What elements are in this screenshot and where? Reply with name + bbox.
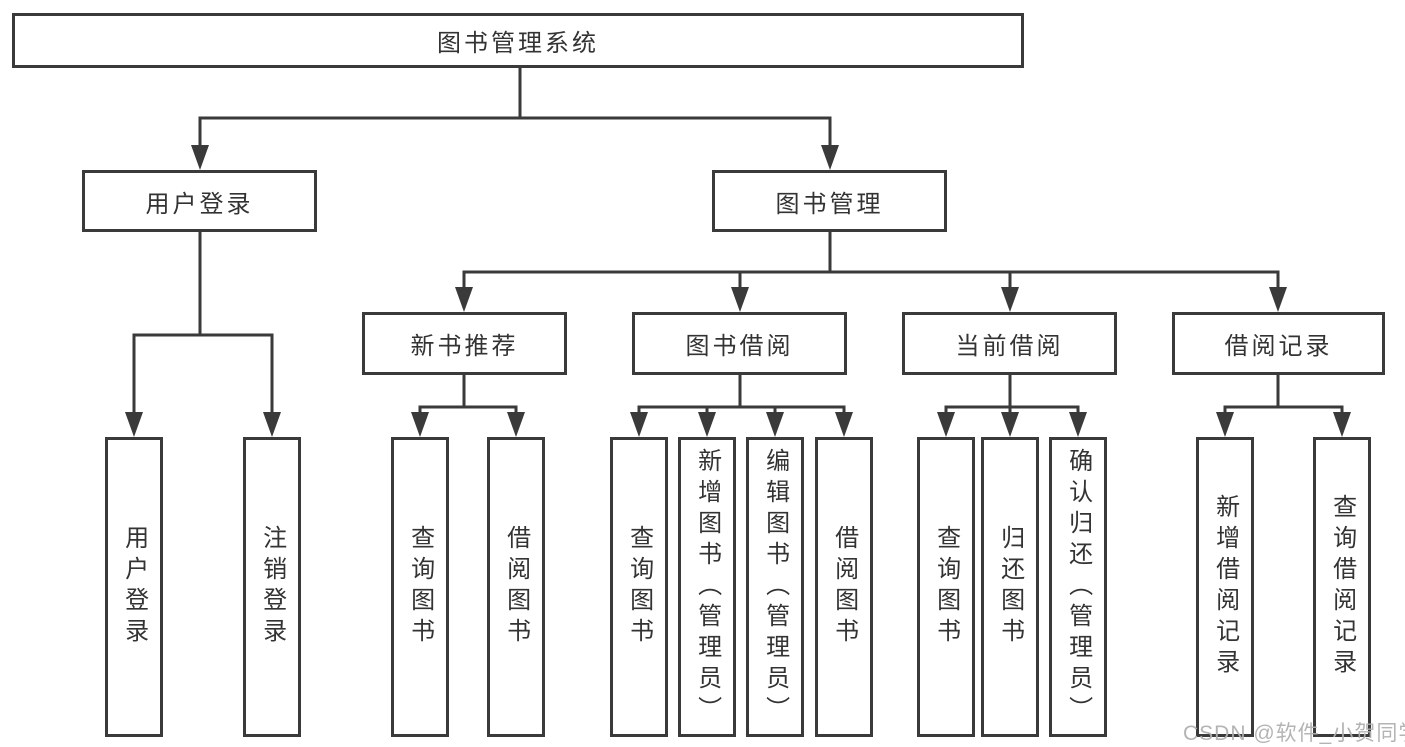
node-label: 用户登录 bbox=[120, 525, 148, 649]
node-label: 归还图书 bbox=[996, 525, 1024, 649]
csdn-watermark: CSDN @软件_小贺同学 bbox=[1183, 722, 1405, 745]
node-label: 注销登录 bbox=[258, 525, 286, 649]
arrow-down-icon bbox=[191, 145, 209, 170]
node-label: 新书推荐 bbox=[410, 333, 519, 360]
leaf-query-book-1: 查询图书 bbox=[391, 437, 449, 737]
node-label: 当前借阅 bbox=[955, 333, 1064, 360]
connector-borrow-record-branch bbox=[1216, 375, 1351, 437]
arrow-down-icon bbox=[766, 412, 784, 437]
node-label: 编辑图书（管理员） bbox=[761, 447, 789, 727]
leaf-borrow-book-1: 借阅图书 bbox=[487, 437, 545, 737]
arrow-down-icon bbox=[937, 412, 955, 437]
leaf-edit-book-admin: 编辑图书（管理员） bbox=[746, 437, 804, 737]
arrow-down-icon bbox=[1069, 412, 1087, 437]
arrow-down-icon bbox=[507, 412, 525, 437]
leaf-add-book-admin: 新增图书（管理员） bbox=[678, 437, 736, 737]
leaf-borrow-book-2: 借阅图书 bbox=[815, 437, 873, 737]
connector-current-borrow-branch bbox=[937, 375, 1087, 437]
arrow-down-icon bbox=[630, 412, 648, 437]
node-label: 借阅图书 bbox=[830, 525, 858, 649]
arrow-down-icon bbox=[835, 412, 853, 437]
connector-new-book-branch bbox=[411, 375, 525, 437]
leaf-return-book: 归还图书 bbox=[981, 437, 1039, 737]
node-root-system: 图书管理系统 bbox=[12, 13, 1024, 68]
arrow-down-icon bbox=[455, 287, 473, 312]
node-borrow-record: 借阅记录 bbox=[1172, 312, 1385, 375]
leaf-add-borrow-record: 新增借阅记录 bbox=[1196, 437, 1254, 737]
node-label: 查询图书 bbox=[406, 525, 434, 649]
node-new-book-recommend: 新书推荐 bbox=[362, 312, 567, 375]
arrow-down-icon bbox=[698, 412, 716, 437]
leaf-logout: 注销登录 bbox=[243, 437, 301, 737]
arrow-down-icon bbox=[1216, 412, 1234, 437]
node-user-login-module: 用户登录 bbox=[82, 170, 317, 232]
arrow-down-icon bbox=[411, 412, 429, 437]
arrow-down-icon bbox=[731, 287, 749, 312]
node-label: 图书管理系统 bbox=[437, 30, 599, 57]
arrow-down-icon bbox=[1333, 412, 1351, 437]
node-label: 借阅图书 bbox=[502, 525, 530, 649]
node-label: 新增图书（管理员） bbox=[693, 447, 721, 727]
leaf-confirm-return-admin: 确认归还（管理员） bbox=[1049, 437, 1107, 737]
node-label: 图书借阅 bbox=[685, 333, 794, 360]
connector-user-login-branch bbox=[125, 232, 281, 437]
arrow-down-icon bbox=[821, 145, 839, 170]
leaf-query-book-3: 查询图书 bbox=[917, 437, 975, 737]
connector-book-mgmt-branch bbox=[455, 232, 1287, 312]
arrow-down-icon bbox=[1001, 412, 1019, 437]
connector-book-borrow-branch bbox=[630, 375, 853, 437]
node-label: 确认归还（管理员） bbox=[1064, 447, 1092, 727]
arrow-down-icon bbox=[263, 412, 281, 437]
arrow-down-icon bbox=[1001, 287, 1019, 312]
arrow-down-icon bbox=[125, 412, 143, 437]
node-label: 查询图书 bbox=[932, 525, 960, 649]
node-book-management-module: 图书管理 bbox=[712, 170, 947, 232]
leaf-user-login: 用户登录 bbox=[105, 437, 163, 737]
node-label: 查询图书 bbox=[625, 525, 653, 649]
node-label: 查询借阅记录 bbox=[1328, 494, 1356, 680]
node-book-borrow: 图书借阅 bbox=[632, 312, 847, 375]
leaf-query-book-2: 查询图书 bbox=[610, 437, 668, 737]
node-current-borrow: 当前借阅 bbox=[902, 312, 1117, 375]
arrow-down-icon bbox=[1269, 287, 1287, 312]
node-label: 新增借阅记录 bbox=[1211, 494, 1239, 680]
connector-root-to-level2 bbox=[191, 68, 839, 170]
node-label: 借阅记录 bbox=[1224, 333, 1333, 360]
node-label: 用户登录 bbox=[145, 190, 254, 218]
leaf-query-borrow-record: 查询借阅记录 bbox=[1313, 437, 1371, 737]
node-label: 图书管理 bbox=[775, 190, 884, 218]
